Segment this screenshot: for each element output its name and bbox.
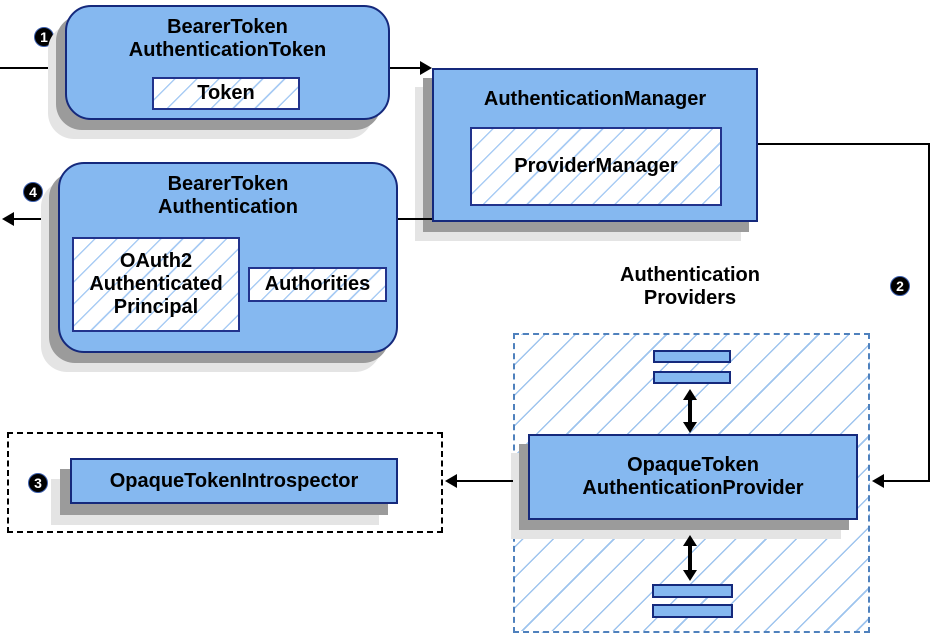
arrow-am-to-otap-side-line xyxy=(928,143,930,482)
node-token: Token xyxy=(152,77,300,110)
provider-list-bar-icon xyxy=(652,604,733,618)
arrow-am-to-otap-bottom-line xyxy=(884,480,930,482)
double-arrow-icon xyxy=(688,400,692,422)
badge-step-2: 2 xyxy=(890,276,910,296)
arrow-otap-to-introspector-line xyxy=(457,480,513,482)
node-provider-manager: ProviderManager xyxy=(470,127,722,206)
node-opaque-token-introspector: OpaqueTokenIntrospector xyxy=(70,458,398,504)
badge-step-4-number: 4 xyxy=(29,184,37,200)
node-authorities-label: Authorities xyxy=(264,273,371,295)
node-bearer-token-authentication: BearerToken Authentication OAuth2 Authen… xyxy=(58,162,398,353)
provider-list-bar-icon xyxy=(652,584,733,598)
authentication-providers-label-line2: Providers xyxy=(643,287,737,309)
node-provider-manager-label: ProviderManager xyxy=(514,155,678,177)
authentication-providers-label-line1: Authentication xyxy=(620,264,760,286)
node-authorities: Authorities xyxy=(248,267,387,302)
provider-list-bar-icon xyxy=(653,371,731,384)
node-principal-line1: OAuth2 xyxy=(119,250,193,272)
node-opaque-token-authentication-provider: OpaqueToken AuthenticationProvider xyxy=(528,434,858,520)
arrow-request-in-line xyxy=(0,67,65,69)
node-btat-title-line1: BearerToken xyxy=(167,16,288,38)
badge-step-1: 1 xyxy=(34,27,54,47)
double-arrow-icon xyxy=(688,546,692,570)
node-authentication-manager: AuthenticationManager ProviderManager xyxy=(432,68,758,222)
node-bta-title-line2: Authentication xyxy=(158,196,298,218)
arrow-am-to-otap-top-line xyxy=(758,143,930,145)
node-oti-title: OpaqueTokenIntrospector xyxy=(109,469,359,492)
node-btat-title-line2: AuthenticationToken xyxy=(128,39,327,61)
node-otap-title-line1: OpaqueToken xyxy=(627,454,759,476)
node-oauth2-authenticated-principal: OAuth2 Authenticated Principal xyxy=(72,237,240,332)
arrow-btat-to-am-head-icon xyxy=(420,61,432,75)
node-principal-line2: Authenticated xyxy=(89,273,223,295)
node-otap-title-line2: AuthenticationProvider xyxy=(582,477,804,499)
provider-list-bar-icon xyxy=(653,350,731,363)
line-am-to-bta xyxy=(398,218,432,220)
node-am-title: AuthenticationManager xyxy=(483,88,707,110)
node-principal-line3: Principal xyxy=(113,296,199,318)
badge-step-4: 4 xyxy=(23,182,43,202)
authentication-providers-label: Authentication Providers xyxy=(555,264,825,310)
arrow-am-to-otap-head-icon xyxy=(872,474,884,488)
node-bta-title-line1: BearerToken xyxy=(167,173,289,195)
arrow-bta-out-head-icon xyxy=(2,212,14,226)
arrow-btat-to-am-line xyxy=(390,67,421,69)
badge-step-1-number: 1 xyxy=(40,29,48,45)
badge-step-2-number: 2 xyxy=(896,278,904,294)
node-token-label: Token xyxy=(197,82,255,104)
opaque-token-introspector-container: 3 OpaqueTokenIntrospector xyxy=(7,432,443,533)
node-bearer-token-authentication-token: BearerToken AuthenticationToken Token xyxy=(65,5,390,120)
arrow-otap-to-introspector-head-icon xyxy=(445,474,457,488)
authentication-providers-container: OpaqueToken AuthenticationProvider xyxy=(513,333,870,633)
badge-step-3-number: 3 xyxy=(34,475,42,491)
arrow-bta-out-line xyxy=(14,218,58,220)
badge-step-3: 3 xyxy=(28,473,48,493)
